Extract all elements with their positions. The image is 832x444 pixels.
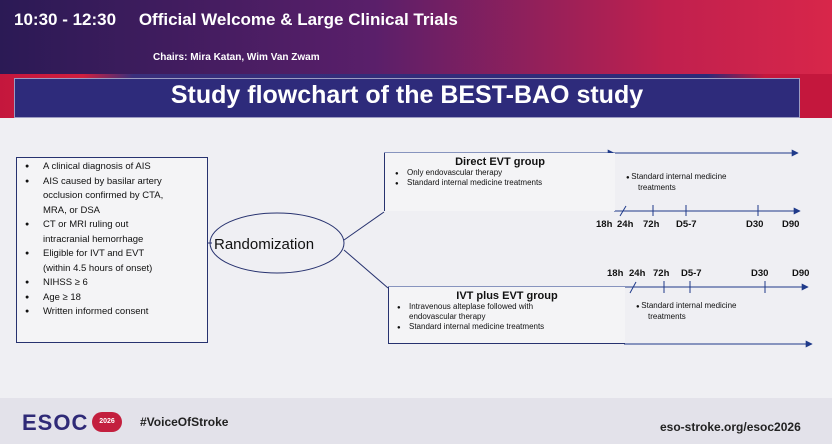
followup-bottom-bullet: ●: [636, 304, 642, 310]
ivt-evt-item: Standard internal medicine treatments: [397, 322, 625, 333]
criteria-line: MRA, or DSA: [43, 204, 101, 216]
timeline-bottom-break: [629, 281, 637, 294]
session-header: 10:30 - 12:30 Official Welcome & Large C…: [0, 0, 832, 74]
followup-bottom-text: ● Standard internal medicine treatments: [636, 301, 736, 322]
timeline-bottom-label: 24h: [629, 268, 646, 279]
session-heading: 10:30 - 12:30 Official Welcome & Large C…: [14, 10, 458, 30]
timeline-top-label: 72h: [643, 219, 660, 230]
timeline-bottom-label: 72h: [653, 268, 670, 279]
footer-url: eso-stroke.org/esoc2026: [660, 420, 801, 434]
randomization-ellipse: [209, 212, 345, 274]
branch-upper: [343, 211, 385, 241]
criteria-line: intracranial hemorrhage: [43, 233, 144, 245]
session-time: 10:30 - 12:30: [14, 10, 117, 29]
criteria-line: A clinical diagnosis of AIS: [25, 160, 207, 175]
criteria-line: Written informed consent: [25, 305, 207, 320]
ivt-evt-item: Intravenous alteplase followed with: [397, 302, 625, 313]
followup-top-line: Standard internal medicine: [631, 172, 727, 181]
timeline-bottom-label: D90: [792, 268, 810, 279]
ivt-evt-item: endovascular therapy: [409, 312, 486, 321]
year-badge: 2026: [92, 412, 122, 432]
direct-evt-item: Standard internal medicine treatments: [395, 178, 615, 189]
ivt-evt-box: IVT plus EVT group Intravenous alteplase…: [388, 287, 625, 344]
criteria-line: AIS caused by basilar artery: [25, 175, 207, 190]
followup-bottom-line: treatments: [648, 312, 686, 321]
timeline-bottom-label: 18h: [607, 268, 624, 279]
criteria-line: occlusion confirmed by CTA,: [43, 190, 164, 201]
followup-top-text: ● Standard internal medicine treatments: [626, 172, 726, 193]
slide-title-box: Study flowchart of the BEST-BAO study: [14, 78, 800, 118]
footer-bar: [0, 398, 832, 444]
direct-evt-box: Direct EVT group Only endovascular thera…: [384, 153, 615, 211]
timeline-top-label: D5-7: [676, 219, 697, 230]
esoc-logo: ESOC: [22, 410, 89, 435]
followup-bottom-line: Standard internal medicine: [641, 301, 737, 310]
randomization-label: Randomization: [214, 236, 315, 253]
hashtag: #VoiceOfStroke: [140, 415, 229, 429]
timeline-bottom-label: D5-7: [681, 268, 702, 279]
ivt-evt-title: IVT plus EVT group: [456, 290, 558, 302]
criteria-line: Age ≥ 18: [25, 291, 207, 306]
criteria-line: CT or MRI ruling out: [25, 218, 207, 233]
timeline-bottom-label: D30: [751, 268, 769, 279]
direct-evt-item: Only endovascular therapy: [395, 168, 615, 179]
direct-evt-title: Direct EVT group: [455, 156, 545, 168]
session-title: Official Welcome & Large Clinical Trials: [138, 10, 458, 29]
timeline-top-break: [619, 205, 627, 217]
timeline-top-label: 18h: [596, 219, 613, 230]
timeline-top-label: D30: [746, 219, 764, 230]
slide-title: Study flowchart of the BEST-BAO study: [170, 81, 644, 109]
followup-top-bullet: ●: [626, 175, 632, 181]
inclusion-criteria-box: A clinical diagnosis of AIS AIS caused b…: [16, 157, 208, 343]
timeline-top-label: D90: [782, 219, 800, 230]
timeline-top-label: 24h: [617, 219, 634, 230]
followup-top-line: treatments: [638, 183, 676, 192]
criteria-line: NIHSS ≥ 6: [25, 276, 207, 291]
criteria-line: (within 4.5 hours of onset): [43, 262, 153, 274]
session-chairs: Chairs: Mira Katan, Wim Van Zwam: [153, 52, 320, 63]
branch-lower: [343, 249, 389, 289]
criteria-line: Eligible for IVT and EVT: [25, 247, 207, 262]
